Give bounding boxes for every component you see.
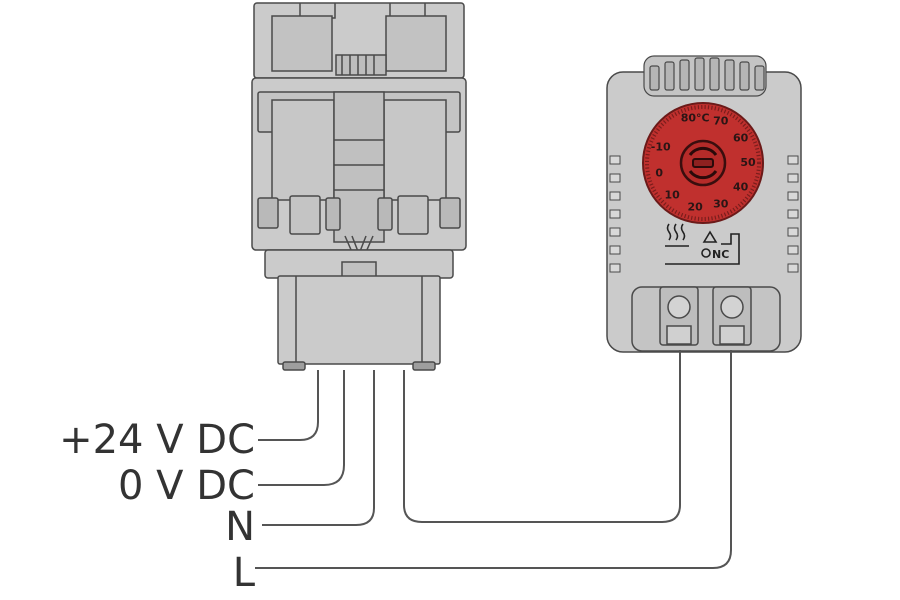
dial-scale-label: 20 (688, 200, 704, 213)
dial-scale-label: 10 (664, 189, 680, 202)
dial-scale-label: 30 (713, 197, 729, 210)
dial-scale-label: -10 (651, 141, 671, 154)
dial-scale-label: 0 (655, 166, 663, 179)
label-neutral: N (225, 504, 255, 550)
dial-scale-label: 70 (713, 115, 729, 128)
wire-neutral (262, 370, 375, 526)
side-louvres-right (787, 155, 799, 273)
terminal-screw-1[interactable] (667, 295, 691, 319)
contact-symbol (665, 223, 740, 265)
wire-heater-to-thermostat (403, 350, 681, 523)
wire-line (255, 350, 732, 569)
terminal-screw-2[interactable] (720, 295, 744, 319)
wire-plus24vdc (258, 370, 319, 441)
heater-unit (251, 2, 467, 371)
label-line: L (233, 550, 256, 596)
contact-marking: NC (712, 248, 729, 261)
thermostat-vents (643, 55, 767, 97)
side-louvres-left (609, 155, 621, 273)
terminal-block (631, 286, 781, 352)
wires (255, 350, 732, 569)
label-plus24vdc: +24 V DC (59, 417, 255, 463)
dial-scale-label: 80°C (681, 112, 710, 125)
dial-scale-label: 40 (733, 181, 749, 194)
dial-scale-label: 60 (733, 131, 749, 144)
wire-zerovdc (258, 370, 345, 486)
label-zerovdc: 0 V DC (118, 463, 255, 509)
dial-scale-label: 50 (740, 156, 756, 169)
